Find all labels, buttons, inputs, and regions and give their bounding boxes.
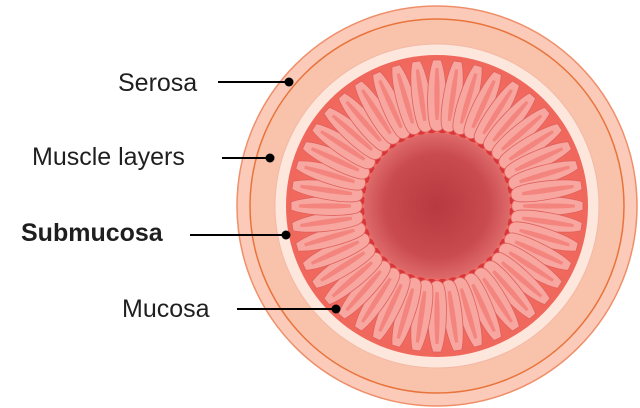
lumen	[364, 133, 510, 279]
muscle-layers-label: Muscle layers	[32, 143, 185, 171]
mucosa-label: Mucosa	[122, 295, 210, 323]
serosa-label: Serosa	[118, 69, 197, 97]
submucosa-label: Submucosa	[21, 219, 164, 247]
